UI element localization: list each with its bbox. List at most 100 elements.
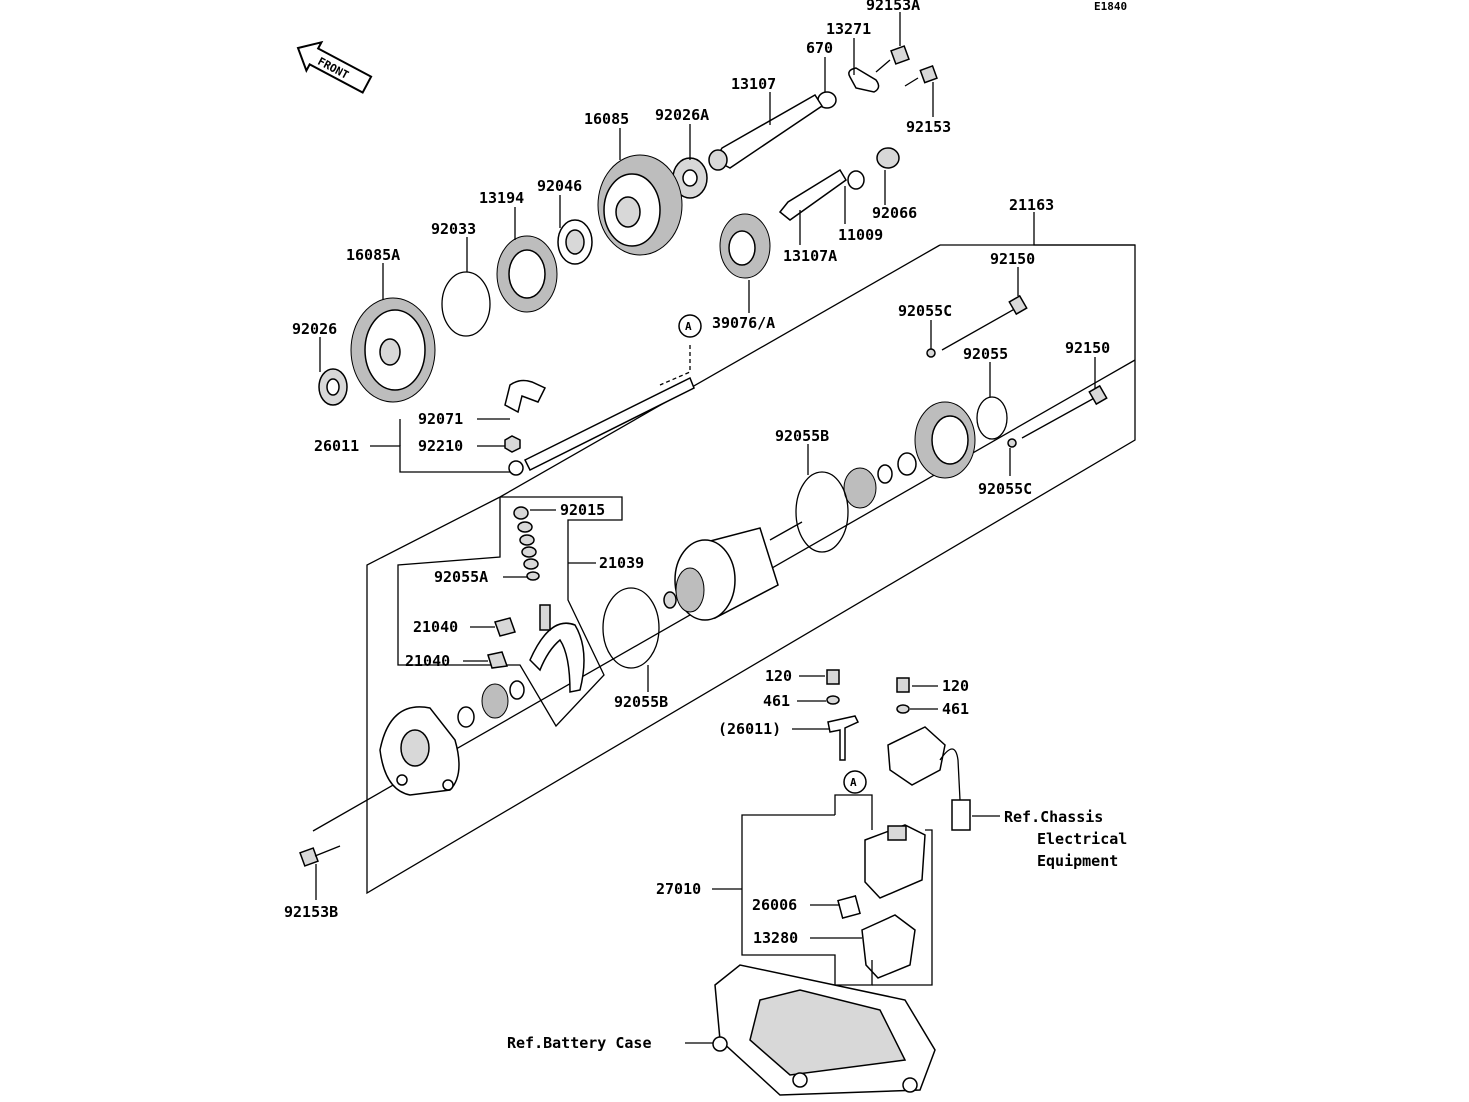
label-92055B-top: 92055B — [775, 427, 829, 445]
label-27010: 27010 — [656, 880, 701, 898]
label-92026A: 92026A — [655, 106, 709, 124]
o-ring-92055-icon — [976, 396, 1008, 440]
ref-battery-case: Ref.Battery Case — [507, 1034, 652, 1052]
relay-cover-13280-icon — [861, 914, 916, 979]
label-461-left: 461 — [763, 692, 790, 710]
label-26011: 26011 — [314, 437, 359, 455]
label-26006: 26006 — [752, 896, 797, 914]
o-ring-92055C-bottom-icon — [1007, 438, 1017, 448]
washer-rear-icon — [457, 706, 475, 728]
nut-92210-icon — [504, 435, 521, 453]
bolt-92153B-icon — [299, 845, 341, 867]
label-92015: 92015 — [560, 501, 605, 519]
gear-16085-icon — [597, 154, 683, 256]
label-92066: 92066 — [872, 204, 917, 222]
washer-rear-icon — [509, 680, 525, 700]
part-labels: 92153A 13271 670 13107 92153 16085 92026… — [284, 0, 1110, 947]
bolt-92153-icon — [904, 65, 938, 87]
gasket-11009-icon — [847, 170, 865, 190]
front-arrow-icon: FRONT — [296, 40, 373, 94]
o-ring-92055C-top-icon — [926, 348, 936, 358]
needle-bearing-92046-icon — [557, 219, 593, 265]
ref-chassis-line3: Equipment — [1037, 852, 1118, 870]
bearing-icon — [843, 467, 877, 509]
label-11009: 11009 — [838, 226, 883, 244]
shaft-13107-icon — [708, 93, 824, 171]
label-21040-b: 21040 — [405, 652, 450, 670]
washer-icon — [897, 452, 917, 476]
connector-icon — [951, 799, 971, 831]
label-39076A: 39076/A — [712, 314, 775, 332]
label-21039: 21039 — [599, 554, 644, 572]
one-way-clutch-13194-icon — [496, 235, 558, 313]
label-670: 670 — [806, 39, 833, 57]
label-13280: 13280 — [753, 929, 798, 947]
label-13107: 13107 — [731, 75, 776, 93]
battery-case-icon — [712, 964, 936, 1096]
label-13194: 13194 — [479, 189, 524, 207]
terminal-26011-icon — [827, 715, 860, 761]
label-92150-top: 92150 — [990, 250, 1035, 268]
label-21163: 21163 — [1009, 196, 1054, 214]
brush-21040-a-icon — [494, 617, 516, 637]
brush-holder-icon — [529, 604, 585, 693]
callout-A-top — [678, 314, 702, 338]
ref-chassis-line1: Ref.Chassis — [1004, 808, 1103, 826]
o-ring-92055B-top-icon — [795, 471, 849, 553]
washer-stack-icon — [513, 506, 540, 581]
label-92026: 92026 — [292, 320, 337, 338]
label-92055C-bottom: 92055C — [978, 480, 1032, 498]
gear-39076A-icon — [719, 213, 771, 279]
label-92046: 92046 — [537, 177, 582, 195]
plug-92066-icon — [876, 147, 900, 169]
armature-icon — [663, 521, 803, 621]
callout-A-bottom — [843, 770, 867, 794]
washer-icon — [877, 464, 893, 484]
label-461-right: 461 — [942, 700, 969, 718]
brush-21040-b-icon — [487, 651, 509, 669]
plate-13271-icon — [848, 67, 880, 93]
cap-92071-icon — [504, 379, 547, 414]
callout-A-bottom-label: A — [850, 776, 857, 789]
label-92210: 92210 — [418, 437, 463, 455]
bolt-120-right-icon — [896, 677, 910, 693]
washer-461-right-icon — [896, 704, 910, 714]
fuse-26006-icon — [837, 895, 861, 919]
relay-bracket-icon — [887, 726, 946, 786]
gear-16085A-icon — [350, 297, 436, 403]
label-92055C-top: 92055C — [898, 302, 952, 320]
shaft-13107A-icon — [778, 168, 847, 221]
o-ring-92055B-bottom-icon — [602, 587, 660, 669]
label-21040-a: 21040 — [413, 618, 458, 636]
label-120-left: 120 — [765, 667, 792, 685]
label-120-right: 120 — [942, 677, 969, 695]
label-92033: 92033 — [431, 220, 476, 238]
label-92055: 92055 — [963, 345, 1008, 363]
label-16085A: 16085A — [346, 246, 400, 264]
label-92153: 92153 — [906, 118, 951, 136]
label-92150-right: 92150 — [1065, 339, 1110, 357]
circlip-92033-icon — [441, 271, 491, 337]
front-cover-icon — [914, 401, 976, 479]
washer-461-left-icon — [826, 695, 840, 705]
label-13107A: 13107A — [783, 247, 837, 265]
bolt-92150-right-icon — [1021, 384, 1108, 439]
starter-relay-icon — [864, 824, 926, 899]
label-13271: 13271 — [826, 20, 871, 38]
brush-assembly-bracket — [397, 496, 623, 728]
diagram-id: E1840 — [1094, 0, 1127, 13]
label-92055A: 92055A — [434, 568, 488, 586]
bearing-rear-icon — [481, 683, 509, 719]
label-92055B-bottom: 92055B — [614, 693, 668, 711]
label-92071: 92071 — [418, 410, 463, 428]
label-26011-ref: (26011) — [718, 720, 781, 738]
bolt-92153A-icon — [875, 45, 910, 73]
leader-lines — [315, 12, 1096, 1044]
bolt-92150-top-icon — [941, 294, 1028, 351]
callout-A-top-label: A — [685, 320, 692, 333]
ref-chassis-line2: Electrical — [1037, 830, 1127, 848]
cable-26011-icon — [508, 376, 695, 476]
label-16085: 16085 — [584, 110, 629, 128]
rear-cover-icon — [379, 706, 460, 796]
